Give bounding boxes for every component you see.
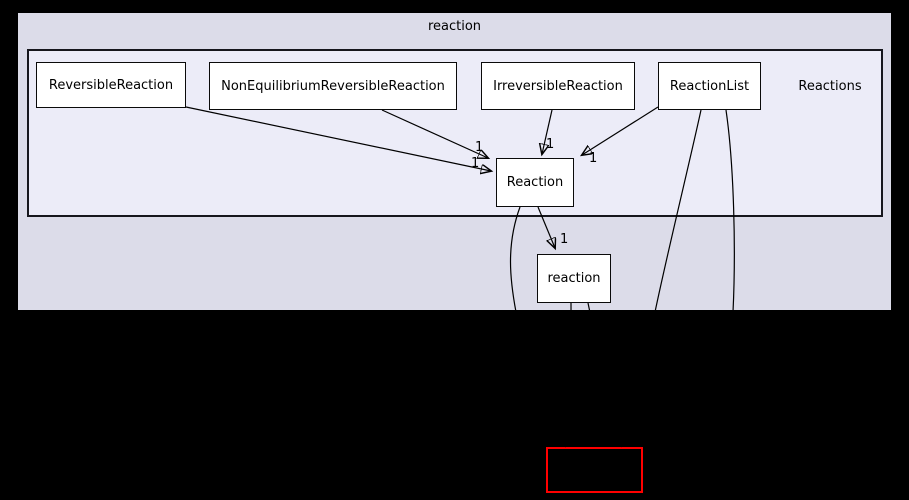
- node-reversiblereaction[interactable]: ReversibleReaction: [36, 62, 186, 108]
- node-reaction[interactable]: Reaction: [496, 158, 574, 207]
- cluster-reaction-label: reaction: [427, 19, 482, 34]
- cluster-reactions-label: Reactions: [798, 79, 862, 94]
- edge-reaction-lower-down-left: [570, 302, 578, 448]
- node-irreversiblereaction[interactable]: IrreversibleReaction: [481, 62, 635, 110]
- node-nonequilibriumreversiblereaction[interactable]: NonEquilibriumReversibleReaction: [209, 62, 457, 110]
- node-highlighted-red[interactable]: [546, 447, 643, 493]
- node-reaction-lower[interactable]: reaction: [537, 254, 611, 303]
- node-reactionlist[interactable]: ReactionList: [658, 62, 761, 110]
- edge-reaction-lower-down-right: [587, 302, 608, 448]
